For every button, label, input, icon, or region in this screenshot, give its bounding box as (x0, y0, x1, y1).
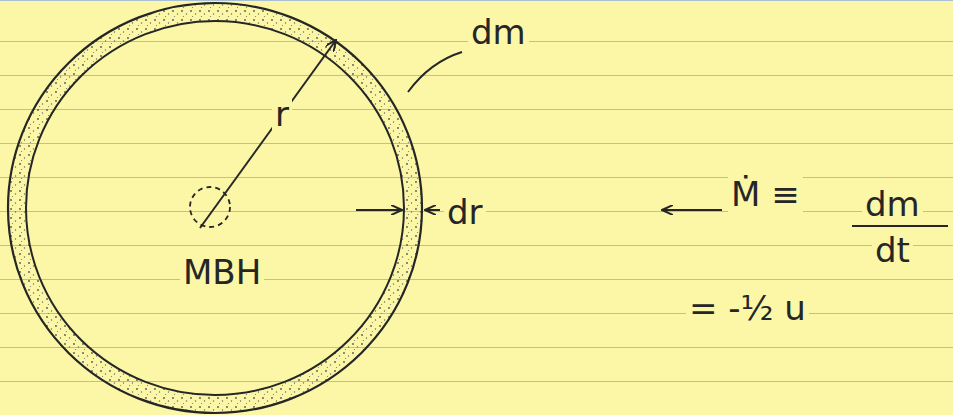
black-hole-circle (190, 187, 230, 227)
numerator-label: dm (862, 186, 923, 222)
thickness-label: dr (444, 194, 486, 230)
pointer-arrow (662, 209, 722, 211)
radius-label: r (272, 96, 292, 132)
denominator-label: dt (872, 232, 913, 268)
fraction-bar (852, 225, 948, 227)
accretion-rate-label: Ṁ ≡ (728, 176, 803, 212)
equation-note: = -½ u (686, 290, 809, 326)
radius-arrow (200, 40, 336, 228)
leader-line (408, 52, 462, 92)
inner-circle (26, 21, 404, 395)
outer-circle (8, 3, 422, 413)
mass-shell (8, 3, 422, 413)
dr-arrow-left (356, 209, 402, 211)
shell-mass-label: dm (468, 14, 529, 50)
black-hole-label: MBH (180, 254, 264, 290)
dr-arrow-right (425, 209, 440, 211)
